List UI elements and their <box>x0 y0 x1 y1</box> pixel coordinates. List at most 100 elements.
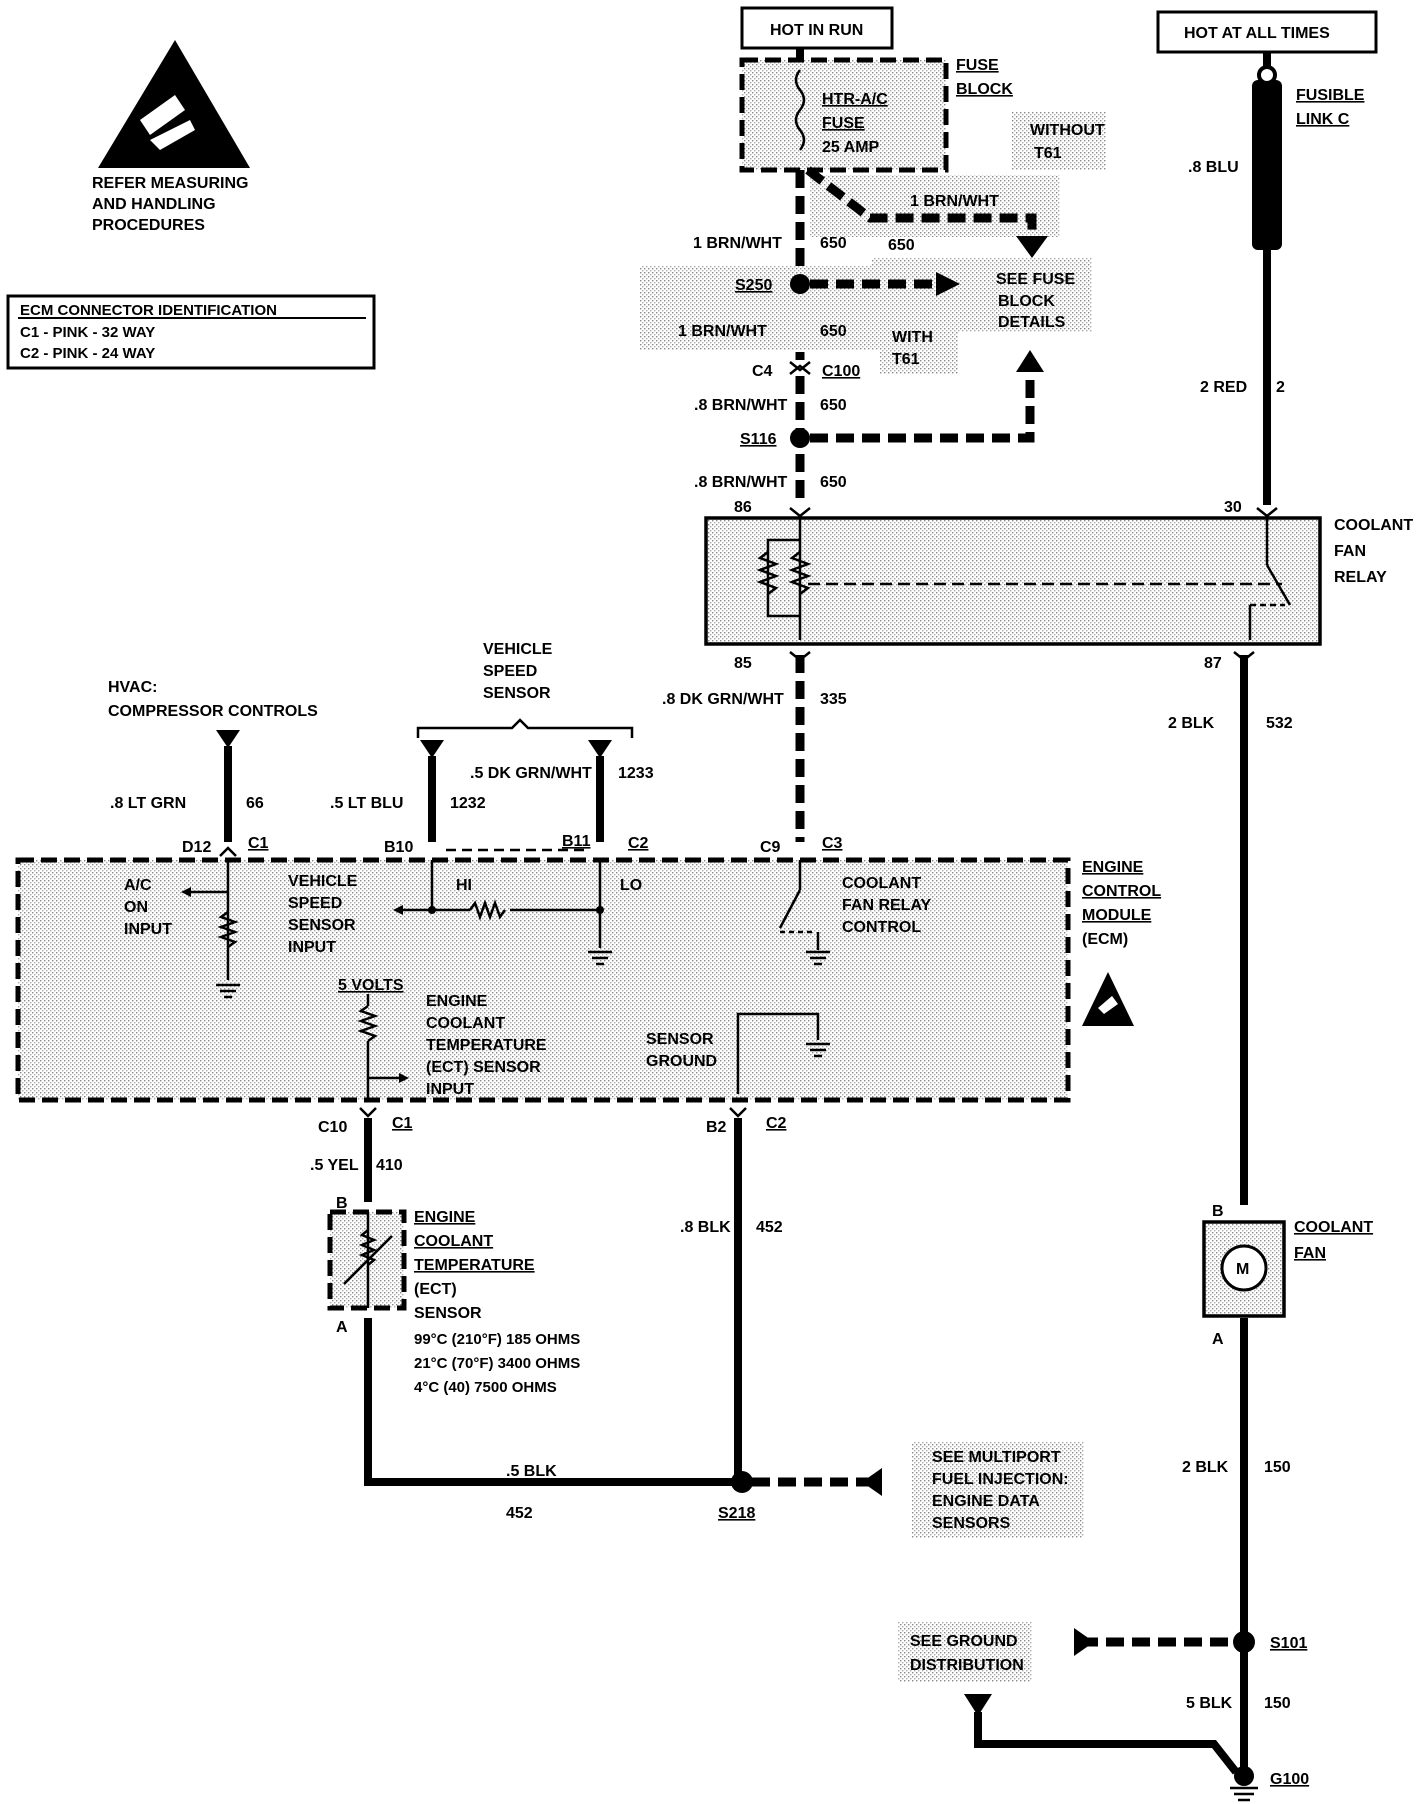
wire-n66: 66 <box>246 795 264 812</box>
ect-thermistor-icon <box>343 1235 393 1285</box>
without-t61-area <box>1012 112 1106 170</box>
wire-blk-08: .8 BLK <box>680 1219 731 1236</box>
cfr-2: FAN RELAY <box>842 897 932 914</box>
wire-650-4: 650 <box>820 474 847 491</box>
ect-label-2: COOLANT <box>414 1233 493 1250</box>
cfr-1: COOLANT <box>842 875 921 892</box>
fan-label-2: FAN <box>1294 1245 1326 1262</box>
relay-pin-86-mark <box>789 507 811 518</box>
see-ground-area <box>898 1622 1032 1682</box>
relay-pin-30-mark <box>1256 507 1278 518</box>
s218-splice <box>731 1471 753 1493</box>
s250-arrow <box>936 272 960 296</box>
pin-c1-b: C1 <box>392 1115 413 1132</box>
vss-lo-label: LO <box>620 877 642 894</box>
relay-switch <box>1248 518 1292 640</box>
pin-c2-b: C2 <box>766 1115 787 1132</box>
without-t61-2: T61 <box>1034 145 1062 162</box>
ect-in-2: COOLANT <box>426 1015 505 1032</box>
wire-dkgrn-05: .5 DK GRN/WHT <box>470 765 592 782</box>
vssi-2: SPEED <box>288 895 342 912</box>
ect-pullup-resistor <box>357 1004 379 1043</box>
see-mpfi-2: FUEL INJECTION: <box>932 1471 1069 1488</box>
hvac-label-2: COMPRESSOR CONTROLS <box>108 703 318 720</box>
wire-n2: 2 <box>1276 379 1285 396</box>
see-fuse-1: SEE FUSE <box>996 271 1075 288</box>
wire-blk-2: 2 BLK <box>1168 715 1215 732</box>
hot-at-all-times-box <box>1156 10 1378 54</box>
fuse-icon <box>794 69 806 151</box>
wire-n150-a: 150 <box>1264 1459 1291 1476</box>
fusible-link-eye <box>1257 65 1277 85</box>
c100-label: C100 <box>822 363 860 380</box>
vss-terminal-lo <box>588 740 612 758</box>
pin-c10-mark <box>359 1107 377 1118</box>
five-volts-label: 5 VOLTS <box>338 977 404 994</box>
with-t61-1: WITH <box>892 329 933 346</box>
g100-label: G100 <box>1270 1771 1309 1788</box>
ect-r3: 4°C (40) 7500 OHMS <box>414 1379 557 1396</box>
s250-label: S250 <box>735 277 772 294</box>
wire-n532: 532 <box>1266 715 1293 732</box>
relay-label-2: FAN <box>1334 543 1366 560</box>
g100-ground-icon <box>1230 1786 1258 1802</box>
ground-strap <box>974 1712 1240 1775</box>
brn-wht-without: 1 BRN/WHT <box>910 193 999 210</box>
wire-n452: 452 <box>756 1219 783 1236</box>
see-mpfi-1: SEE MULTIPORT <box>932 1449 1061 1466</box>
ecm-module <box>15 857 1071 1103</box>
sensor-ground-line <box>736 1012 820 1094</box>
fan-pin-a: A <box>1212 1331 1224 1348</box>
wire-yel: .5 YEL <box>310 1157 359 1174</box>
pin-c1-a: C1 <box>248 835 269 852</box>
ac-on-2: ON <box>124 899 148 916</box>
vss-bracket <box>416 718 634 738</box>
wire-blk-5: 5 BLK <box>1186 1695 1233 1712</box>
vss-label-2: SPEED <box>483 663 537 680</box>
cfr-ground-icon <box>806 932 830 966</box>
pin-c10: C10 <box>318 1119 347 1136</box>
with-t61-shade-2 <box>880 318 958 374</box>
wire-650-2: 650 <box>820 323 847 340</box>
vss-node-lo <box>596 906 604 914</box>
wire-n150-b: 150 <box>1264 1695 1291 1712</box>
see-fuse-2: BLOCK <box>998 293 1055 310</box>
pin-b2-mark <box>729 1107 747 1118</box>
ect-r1: 99°C (210°F) 185 OHMS <box>414 1331 580 1348</box>
ac-on-1: A/C <box>124 877 152 894</box>
relay-coil <box>756 518 812 640</box>
without-t61-arrow <box>1016 236 1048 258</box>
see-mpfi-4: SENSORS <box>932 1515 1011 1532</box>
relay-pin-87: 87 <box>1204 655 1222 672</box>
s116-splice <box>790 428 810 448</box>
ect-label-4: (ECT) <box>414 1281 457 1298</box>
wire-brn-wht-4: .8 BRN/WHT <box>694 474 788 491</box>
relay-label-1: COOLANT <box>1334 517 1413 534</box>
ac-pulldown-resistor <box>217 910 239 949</box>
esd-note-line2: AND HANDLING <box>92 196 216 213</box>
pin-b2: B2 <box>706 1119 727 1136</box>
pin-87-mark <box>1233 651 1255 662</box>
vss-ground-icon <box>588 950 612 966</box>
ecm-connector-title: ECM CONNECTOR IDENTIFICATION <box>20 302 277 319</box>
fuse-block-label-1: FUSE <box>956 57 999 74</box>
pin-d12-mark <box>219 846 237 857</box>
fuse-label-1: HTR-A/C <box>822 91 888 108</box>
fuse-label-3: 25 AMP <box>822 139 880 156</box>
ect-pin-a: A <box>336 1319 348 1336</box>
wire-n1232: 1232 <box>450 795 486 812</box>
ecm-label-3: MODULE <box>1082 907 1152 924</box>
ect-in-5: INPUT <box>426 1081 474 1098</box>
see-mpfi-3: ENGINE DATA <box>932 1493 1040 1510</box>
see-fuse-3: DETAILS <box>998 314 1066 331</box>
ac-on-3: INPUT <box>124 921 172 938</box>
esd-warning-icon <box>98 40 250 168</box>
ect-r2: 21°C (70°F) 3400 OHMS <box>414 1355 580 1372</box>
wire-blk-05: .5 BLK <box>506 1463 557 1480</box>
wire-blk-2b: 2 BLK <box>1182 1459 1229 1476</box>
s116-label: S116 <box>740 431 777 448</box>
vss-hi-label: HI <box>456 877 472 894</box>
s101-label: S101 <box>1270 1635 1307 1652</box>
pin-c2-a: C2 <box>628 835 649 852</box>
vss-terminal-hi <box>420 740 444 758</box>
